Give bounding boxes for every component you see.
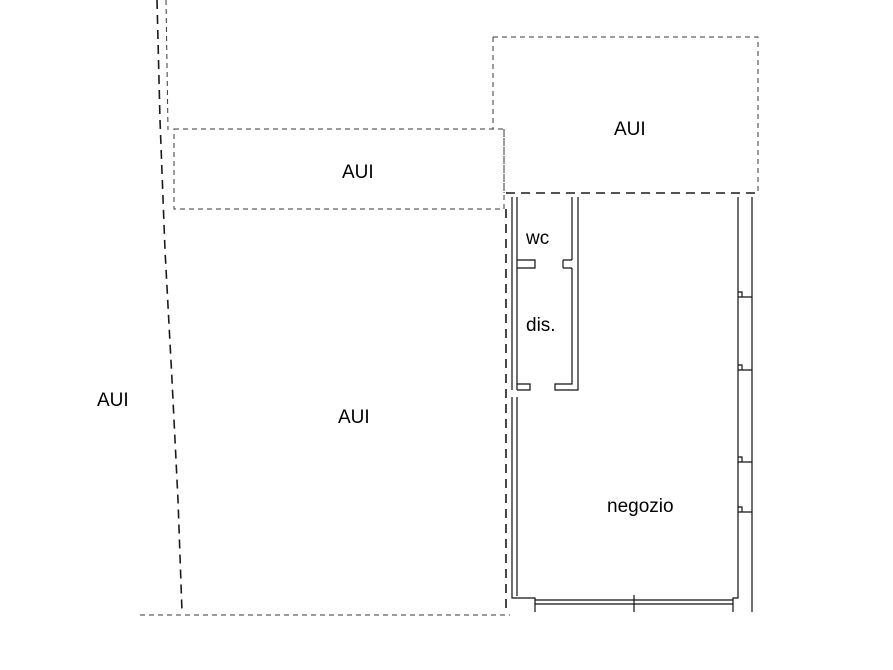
wc-label: wc xyxy=(525,228,549,249)
left-boundary-line xyxy=(156,0,183,613)
aui-label-left: AUI xyxy=(97,390,129,411)
shop-walls xyxy=(511,197,753,612)
dis-label: dis. xyxy=(526,315,556,336)
bathroom-partitions xyxy=(517,197,579,391)
aui-label-band: AUI xyxy=(342,162,374,183)
aui-label-top-right: AUI xyxy=(614,119,646,140)
aui-top-right-outline xyxy=(492,36,759,193)
aui-band-outline xyxy=(173,128,505,210)
aui-label-center: AUI xyxy=(338,407,370,428)
negozio-label: negozio xyxy=(607,496,674,517)
